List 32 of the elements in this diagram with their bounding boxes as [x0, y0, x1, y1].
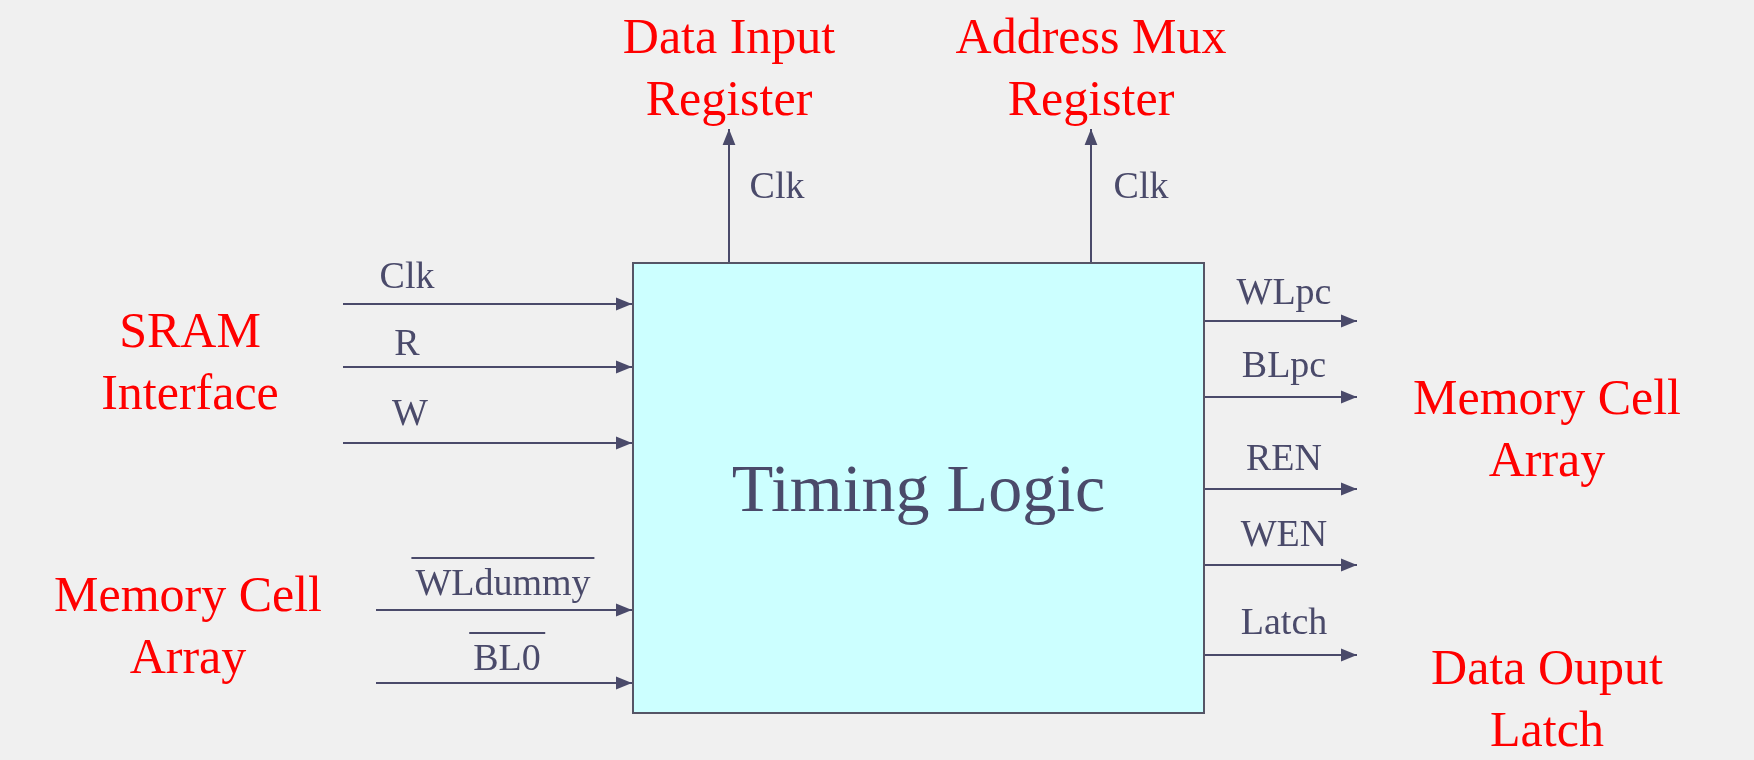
- arrow: [342, 360, 633, 374]
- block-name: Data Ouput Latch: [1430, 637, 1664, 759]
- arrow: [1204, 482, 1358, 496]
- block-title: Timing Logic: [731, 448, 1106, 528]
- signal-label: BL0: [469, 632, 545, 680]
- signal-label: Latch: [1240, 602, 1328, 644]
- signal-label: Clk: [379, 256, 435, 298]
- signal-label: WLdummy: [411, 557, 595, 605]
- signal-label: BLpc: [1241, 345, 1327, 387]
- arrow: [1204, 314, 1358, 328]
- process-box: [632, 262, 1205, 714]
- arrow: [1204, 648, 1358, 662]
- arrow: [722, 128, 736, 263]
- signal-label: Clk: [1113, 166, 1169, 208]
- signal-label: R: [394, 323, 420, 365]
- signal-label: W: [392, 393, 428, 435]
- block-name: Memory Cell Array: [1412, 367, 1682, 489]
- block-name: Data Input Register: [621, 6, 837, 128]
- arrow: [1084, 128, 1098, 263]
- arrow: [342, 436, 633, 450]
- block-name: Address Mux Register: [954, 6, 1228, 128]
- arrow: [342, 297, 633, 311]
- signal-label: WLpc: [1236, 272, 1332, 314]
- arrow: [375, 603, 633, 617]
- signal-label: WEN: [1240, 514, 1328, 556]
- signal-label: REN: [1246, 438, 1322, 480]
- block-name: SRAM Interface: [100, 300, 280, 422]
- arrow: [1204, 558, 1358, 572]
- arrow: [1204, 390, 1358, 404]
- signal-label: Clk: [749, 166, 805, 208]
- arrow: [375, 676, 633, 690]
- block-name: Memory Cell Array: [53, 564, 323, 686]
